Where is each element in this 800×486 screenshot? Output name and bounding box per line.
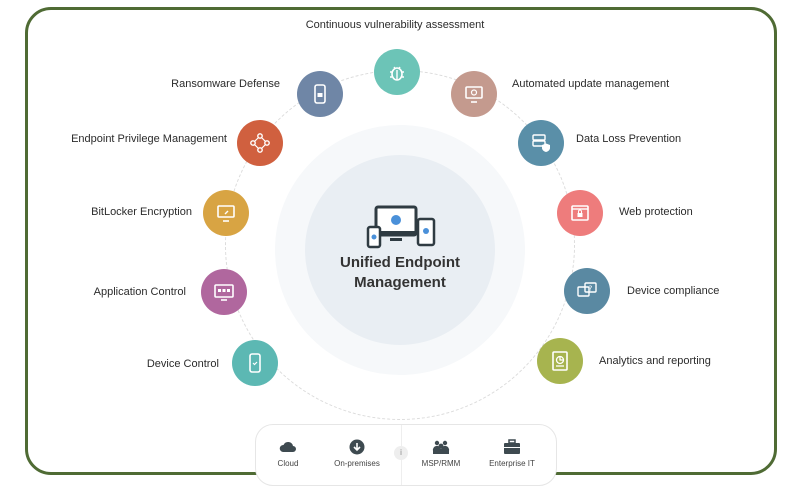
center-title: Unified Endpoint Management (310, 253, 490, 293)
deployment-enterprise-it[interactable]: Enterprise IT (472, 439, 552, 468)
feature-label: Analytics and reporting (599, 355, 711, 367)
title-line-2: Management (354, 274, 446, 291)
feature-node[interactable] (374, 49, 420, 95)
feature-label: Device compliance (627, 285, 720, 297)
briefcase-icon (504, 439, 520, 454)
network-nodes-icon (250, 133, 270, 153)
feature-label: Automated update management (512, 78, 670, 90)
feature-label: Device Control (146, 358, 219, 370)
devices-icon (366, 205, 436, 249)
feature-node[interactable] (237, 120, 283, 166)
feature-node[interactable] (203, 190, 249, 236)
title-line-1: Unified Endpoint (340, 254, 460, 271)
feature-node[interactable] (557, 190, 603, 236)
deployment-on-premises[interactable]: On-premises (317, 439, 397, 468)
center-circle (305, 155, 495, 345)
feature-node[interactable] (232, 340, 278, 386)
phone-lock-icon (314, 84, 326, 104)
monitor-key-icon (217, 205, 235, 222)
feature-node[interactable] (537, 338, 583, 384)
deployment-label: Enterprise IT (489, 459, 535, 468)
download-icon (349, 439, 365, 455)
app-window-icon (214, 284, 234, 301)
deployment-label: Cloud (277, 459, 299, 468)
chat-question-icon: ? (577, 282, 597, 297)
feature-node[interactable] (297, 71, 343, 117)
deployment-label: MSP/RMM (421, 459, 461, 468)
feature-node[interactable] (451, 71, 497, 117)
feature-node[interactable] (201, 269, 247, 315)
feature-node[interactable] (518, 120, 564, 166)
feature-label: Data Loss Prevention (576, 133, 682, 145)
divider-badge: i (394, 446, 408, 460)
users-group-icon (432, 440, 450, 454)
deployment-msp-rmm[interactable]: MSP/RMM (401, 439, 481, 468)
mobile-device-icon (249, 353, 261, 373)
feature-node[interactable]: ? (564, 268, 610, 314)
feature-label: Ransomware Defense (171, 78, 280, 90)
feature-label: Application Control (93, 286, 186, 298)
feature-label: Endpoint Privilege Management (71, 133, 227, 145)
deployment-cloud[interactable]: Cloud (248, 439, 328, 468)
deployment-label: On-premises (334, 459, 380, 468)
report-chart-icon (552, 351, 568, 371)
monitor-refresh-icon (465, 86, 483, 103)
deployment-panel: i Cloud On-premises MSP/RMM Enterprise I… (255, 424, 557, 486)
cloud-icon (279, 441, 296, 452)
browser-lock-icon (571, 205, 589, 221)
svg-text:?: ? (589, 285, 593, 293)
database-shield-icon (532, 134, 550, 152)
feature-label: BitLocker Encryption (91, 206, 192, 218)
bug-icon (390, 66, 404, 81)
feature-label: Continuous vulnerability assessment (305, 19, 485, 31)
feature-label: Web protection (619, 206, 693, 218)
